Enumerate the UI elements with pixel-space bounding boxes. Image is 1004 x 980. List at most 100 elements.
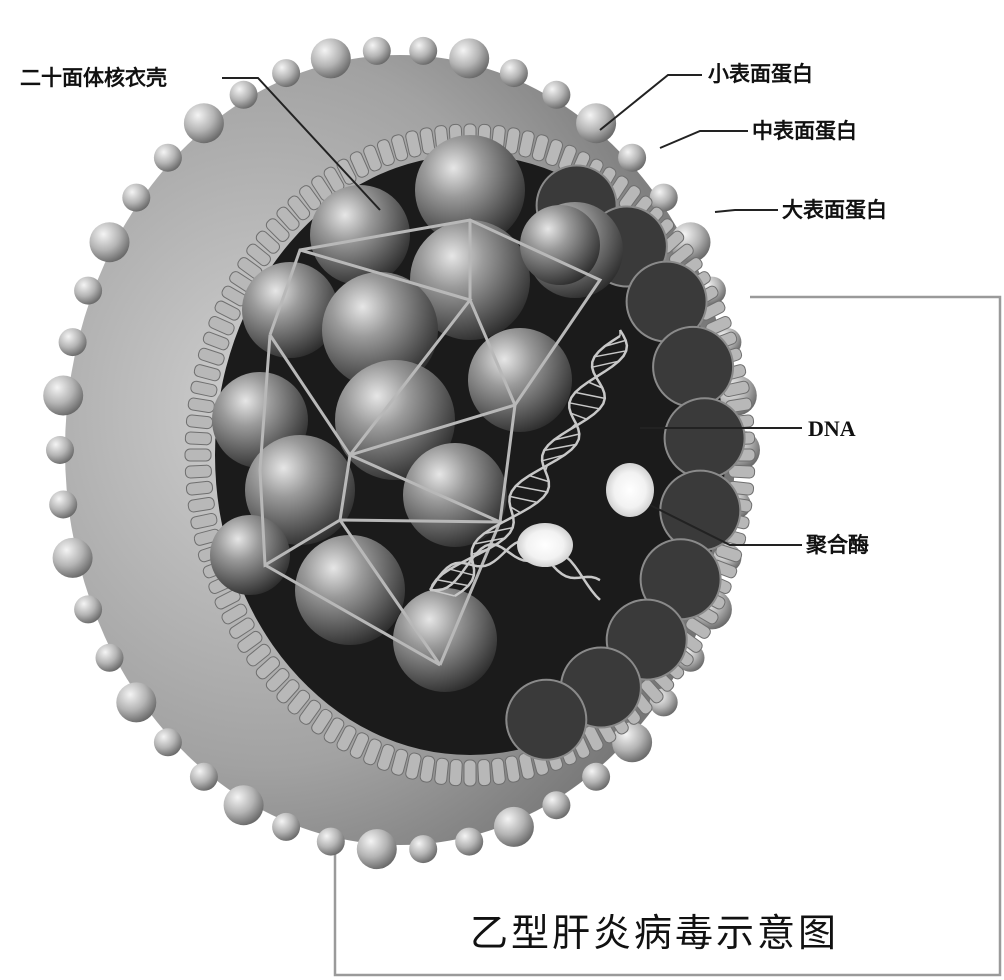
label-small-surface-protein: 小表面蛋白 [708, 62, 813, 86]
bilayer-segment [185, 480, 214, 496]
bilayer-segment [197, 347, 225, 366]
dna-rung [569, 402, 600, 410]
bilayer-segment [391, 134, 409, 162]
bilayer-segment [184, 431, 212, 446]
dna-rung [509, 506, 521, 514]
surface-knob [223, 785, 264, 826]
bilayer-segment [583, 725, 604, 752]
dna-rung [541, 454, 565, 462]
label-large-surface-protein: 大表面蛋白 [782, 198, 887, 222]
bilayer-segment [187, 496, 215, 513]
surface-knob [649, 183, 678, 212]
bilayer-segment [504, 755, 521, 783]
capsid-sphere [295, 535, 405, 645]
diagram-caption: 乙型肝炎病毒示意图 [470, 911, 840, 955]
capsid-sphere [310, 185, 410, 285]
bilayer-segment [214, 300, 241, 321]
bilayer-segment [255, 230, 281, 254]
bilayer-segment [190, 512, 218, 530]
capsid-sphere [242, 262, 338, 358]
membrane-scallop [659, 469, 742, 552]
bilayer-segment [391, 748, 409, 776]
dna-rung [553, 433, 580, 441]
surface-knob [74, 595, 103, 624]
surface-knob [89, 222, 130, 263]
surface-knob [499, 59, 528, 88]
bilayer-segment [363, 738, 382, 766]
dna-rung [529, 474, 550, 483]
membrane-scallop [505, 678, 588, 761]
capsid-sphere [245, 435, 355, 545]
surface-knob [272, 59, 301, 88]
bilayer-segment [531, 134, 549, 162]
surface-knob [229, 80, 258, 109]
surface-knob [542, 791, 571, 820]
dna-rung [569, 423, 577, 431]
polymerase-blob-1 [517, 523, 573, 567]
dna-rung [544, 464, 549, 472]
bilayer-segment [190, 380, 218, 398]
surface-knob [455, 827, 484, 856]
bilayer-segment [287, 195, 311, 221]
bilayer-segment [237, 630, 263, 653]
bilayer-segment [376, 743, 395, 771]
surface-knob [95, 643, 124, 672]
bilayer-segment [287, 689, 311, 715]
surface-knob [122, 183, 151, 212]
dna-rung [483, 526, 513, 535]
membrane-scallop [663, 397, 746, 480]
label-polymerase: 聚合酶 [806, 533, 869, 557]
bilayer-segment [323, 717, 345, 744]
leader-small-protein [599, 74, 702, 131]
surface-knob [46, 436, 74, 464]
surface-knob [542, 80, 571, 109]
capsid-sphere [210, 515, 290, 595]
bilayer-segment [349, 151, 370, 178]
leader-middle-protein [659, 130, 748, 149]
dna-helix [428, 329, 629, 601]
bilayer-segment [229, 617, 255, 639]
surface-knob [116, 682, 157, 723]
caption-frame [333, 295, 1002, 977]
polymerase-blob-2 [606, 463, 654, 517]
bilayer-segment [193, 364, 221, 382]
bilayer-segment [405, 752, 422, 780]
bilayer-segment [299, 185, 322, 211]
surface-knob [52, 537, 93, 578]
surface-knob [449, 38, 490, 79]
dna-rung [509, 495, 538, 504]
capsid-sphere [322, 272, 438, 388]
bilayer-segment [336, 725, 357, 752]
bilayer-segment [276, 206, 300, 231]
dna-rung [604, 339, 626, 348]
surface-knob [153, 143, 182, 172]
leader-capsid [222, 77, 381, 211]
dna-rung [591, 360, 619, 368]
bilayer-segment [208, 316, 235, 336]
bilayer-segment [363, 144, 382, 172]
surface-knob [356, 829, 397, 870]
dna-rung [471, 547, 490, 556]
capsid-sphere [520, 205, 600, 285]
bilayer-segment [265, 668, 290, 692]
bilayer-segment [405, 130, 422, 158]
bilayer-segment [715, 544, 743, 563]
dna-rung [473, 537, 506, 545]
bilayer-segment [184, 464, 212, 479]
surface-knob [409, 36, 438, 65]
membrane-scallop [652, 325, 735, 408]
label-middle-surface-protein: 中表面蛋白 [752, 119, 857, 143]
bilayer-segment [545, 139, 564, 167]
bilayer-segment [685, 617, 711, 639]
leader-lines [222, 74, 802, 546]
dna-rung [515, 485, 548, 493]
dna-rung [595, 370, 606, 379]
dna-rung [500, 516, 514, 524]
surface-knob [74, 276, 103, 305]
bilayer-segment [419, 755, 436, 783]
bilayer-segment [276, 679, 300, 704]
surface-knob [582, 762, 611, 791]
surface-knob [409, 835, 438, 864]
dna-rung [544, 443, 577, 452]
